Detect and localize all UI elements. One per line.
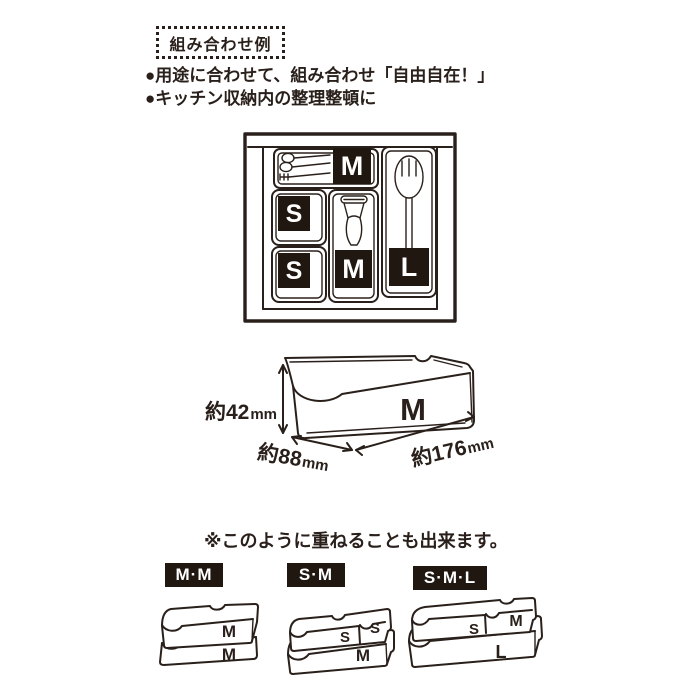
fork-small-icon <box>279 172 331 181</box>
length-label: 約176mm <box>409 429 496 471</box>
bullet-free-combination: ●用途に合わせて、組み合わせ「自由自在！」 <box>145 66 495 85</box>
fork-icon <box>394 155 424 249</box>
mm-bottom-size-label: M <box>222 645 236 664</box>
drawer-outline <box>243 132 457 323</box>
cutlery-tray: M <box>273 148 379 189</box>
size-badge-m-top <box>333 148 371 184</box>
height-label: 約42mm <box>205 400 277 424</box>
mm-upper-tray <box>161 603 259 649</box>
bullet-kitchen-organize: ●キッチン収納内の整理整頓に <box>145 89 377 108</box>
sml-left-size-label: S <box>469 621 479 638</box>
peeler-icon <box>340 195 368 246</box>
cutlery-tray-size-label: M <box>341 151 364 181</box>
combination-example-label: 組み合わせ例 <box>169 36 272 54</box>
fork-tray-size-label: L <box>401 252 418 282</box>
fork-tray: L <box>381 146 437 298</box>
sm-right-size-label: S <box>370 620 380 637</box>
sml-upper-trays <box>411 597 537 642</box>
stack-badge-sm: S·M <box>287 563 345 587</box>
drawer-figure: M S S M <box>243 132 457 323</box>
m-tray-drawing: M <box>284 355 475 440</box>
stack-badge-mm: M·M <box>165 563 223 587</box>
sml-right-size-label: M <box>509 613 522 630</box>
sm-bottom-size-label: M <box>356 646 370 665</box>
s-tray-1: S <box>271 189 327 246</box>
stack-figure-mm: M M <box>159 603 259 666</box>
size-badge-m-mid <box>335 250 372 288</box>
size-badge-l <box>389 248 429 286</box>
sm-left-size-label: S <box>340 629 350 646</box>
dimension-tray-size-label: M <box>400 392 426 427</box>
sm-upper-trays <box>289 608 392 652</box>
s-tray-2: S <box>271 246 327 303</box>
peeler-tray-size-label: M <box>342 254 365 284</box>
combination-example-label-box: 組み合わせ例 <box>156 26 285 59</box>
length-arrow <box>355 411 475 456</box>
stacking-note: ※このように重ねることも出来ます。 <box>204 531 508 551</box>
size-badge-s1 <box>278 196 310 231</box>
height-arrow <box>278 364 288 434</box>
sml-bottom-size-label: L <box>496 642 507 662</box>
feature-bullets: ●用途に合わせて、組み合わせ「自由自在！」 ●キッチン収納内の整理整頓に <box>145 64 494 110</box>
s-tray1-size-label: S <box>286 200 303 228</box>
mm-top-size-label: M <box>222 622 236 641</box>
dimension-figure: M 約42mm 約88mm 約176mm <box>205 355 496 476</box>
depth-arrow <box>291 435 353 452</box>
stack-badge-sml: S·M·L <box>413 566 487 590</box>
spoons-icon <box>279 152 331 173</box>
s-tray2-size-label: S <box>286 257 303 285</box>
stack-figure-sml: S M L <box>408 597 543 668</box>
peeler-tray: M <box>328 189 379 303</box>
depth-label: 約88mm <box>256 440 331 476</box>
stack-figure-sm: S S M <box>287 608 395 675</box>
size-badge-s2 <box>278 253 310 288</box>
